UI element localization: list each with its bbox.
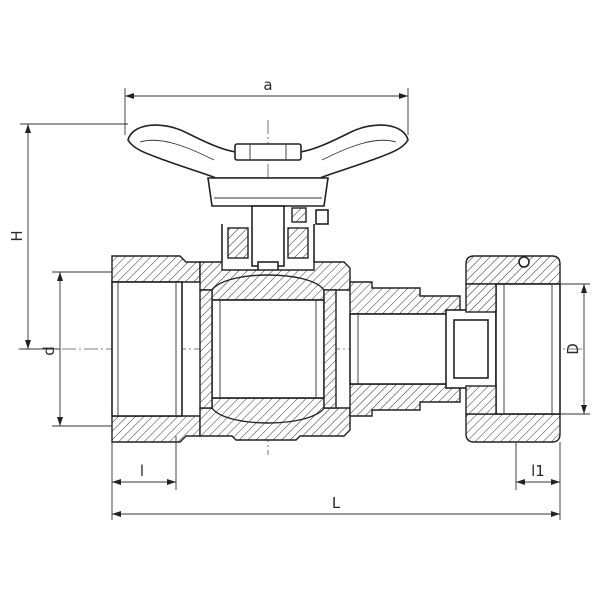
- union-tailpiece: [349, 281, 497, 417]
- dimension-label-h: H: [8, 230, 26, 241]
- dimension-D: D: [560, 283, 590, 415]
- valve-stem: [221, 205, 329, 283]
- dimension-label-l: l: [140, 462, 144, 480]
- dimension-a: a: [124, 76, 409, 135]
- dimension-L: L: [112, 494, 560, 517]
- dimension-l: l: [111, 436, 177, 520]
- dimension-l1: l1: [515, 442, 561, 520]
- butterfly-handle: [127, 124, 409, 207]
- dimension-label-L: L: [332, 494, 341, 512]
- valve-body: [199, 261, 351, 441]
- dimension-label-D: D: [564, 343, 582, 355]
- left-female-end: [111, 255, 201, 443]
- dimension-d: d: [40, 271, 112, 427]
- dimension-h: H: [8, 123, 128, 350]
- dimension-label-l1: l1: [531, 462, 545, 480]
- union-nut: [465, 255, 561, 443]
- dimension-label-d: d: [40, 346, 58, 356]
- dimension-label-a: a: [263, 76, 272, 94]
